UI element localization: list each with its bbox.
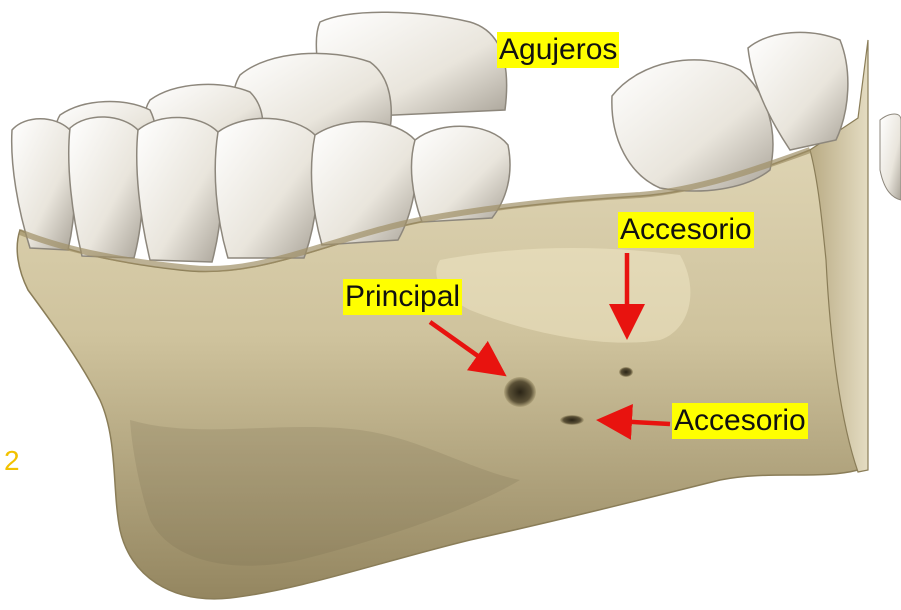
edge-partial-tooth [880,114,901,200]
label-principal: Principal [343,279,462,315]
edge-text-fragment: 2 [4,446,20,476]
arrow-accesorio-bottom [614,421,670,424]
mental-foramen-main [504,377,536,407]
label-agujeros: Agujeros [497,32,619,68]
accessory-foramen-upper [619,367,633,377]
accessory-foramen-lower [560,415,584,425]
label-accesorio-lower: Accesorio [672,403,808,439]
label-accesorio-upper: Accesorio [618,212,754,248]
